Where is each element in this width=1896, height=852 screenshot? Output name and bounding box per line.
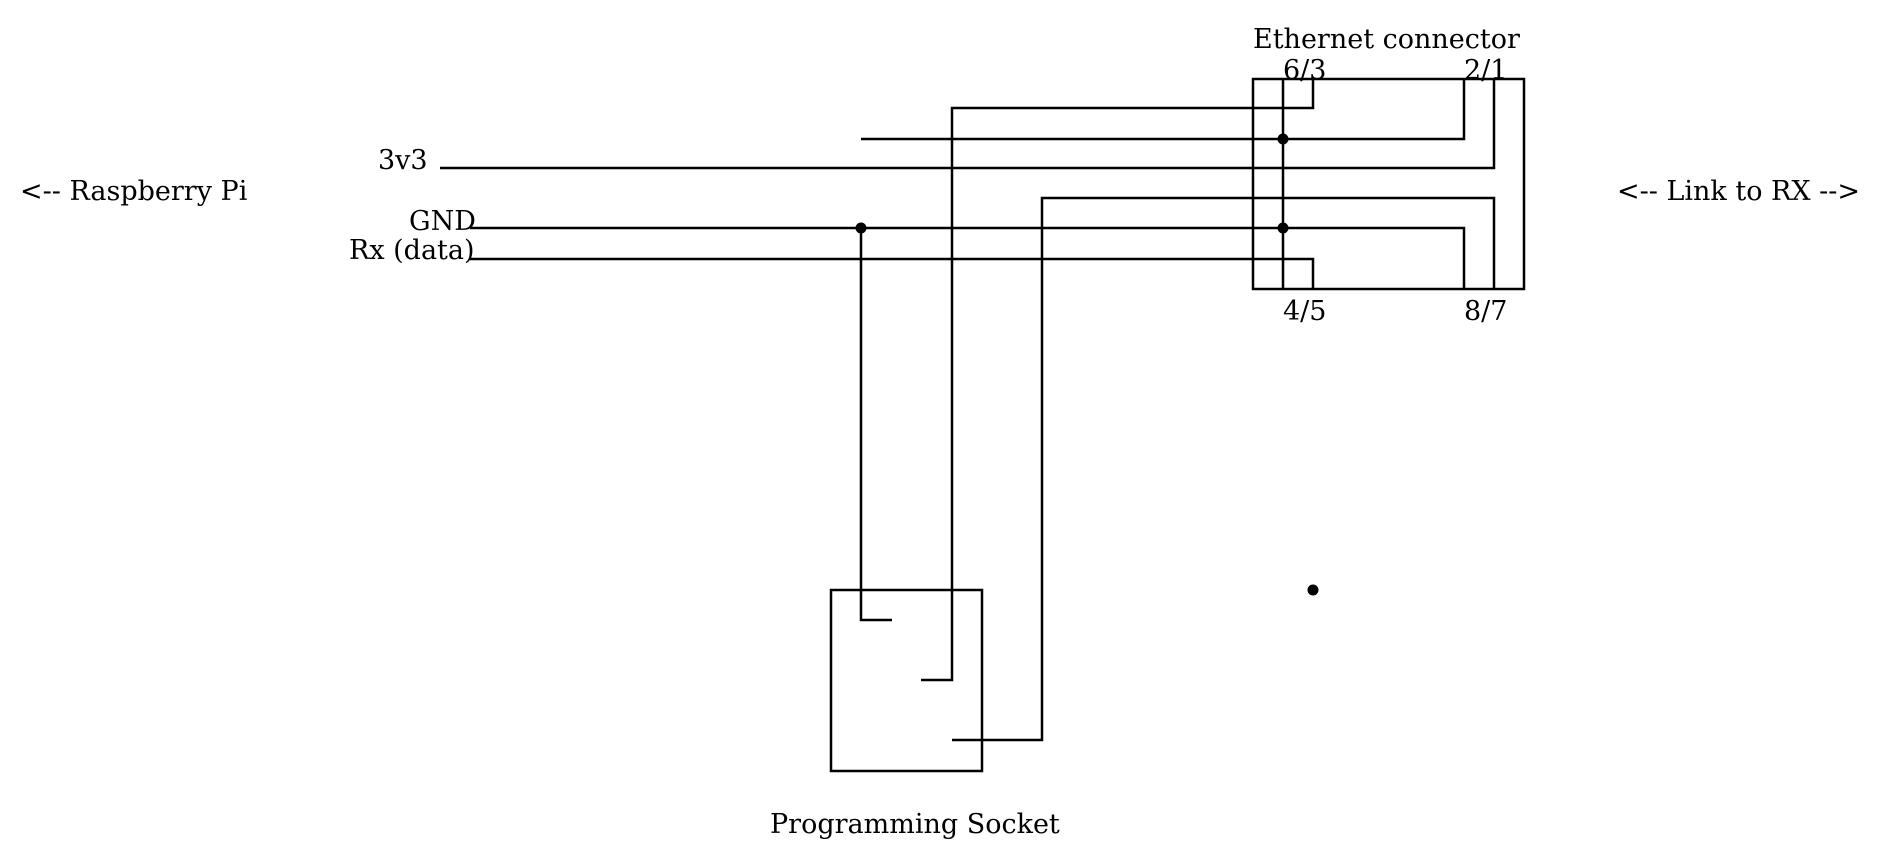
programming-socket-label: Programming Socket xyxy=(770,809,1060,840)
pin-label-2-1: 2/1 xyxy=(1464,55,1507,86)
ethernet-connector-title: Ethernet connector xyxy=(1253,24,1520,55)
wire-label-rx-data: Rx (data) xyxy=(349,235,475,266)
stray-dot xyxy=(1307,584,1319,596)
wire-socket-pin3 xyxy=(921,79,1315,682)
wire-label-gnd: GND xyxy=(409,206,476,237)
junction-dot xyxy=(1277,133,1289,145)
wire-label-3v3: 3v3 xyxy=(378,145,428,176)
link-to-rx-label: <-- Link to RX --> xyxy=(1617,176,1860,207)
pin-label-6-3: 6/3 xyxy=(1283,55,1326,86)
programming-socket-box xyxy=(829,588,984,773)
wire-loop-6-2 xyxy=(861,79,1466,141)
junction-dot xyxy=(1277,222,1289,234)
wire-socket-gnd xyxy=(859,228,892,622)
pin-label-4-5: 4/5 xyxy=(1283,296,1326,327)
wire-rx-data xyxy=(470,257,1315,289)
wire-gnd xyxy=(470,226,1466,289)
wire-3v3 xyxy=(440,79,1496,170)
raspberry-pi-label: <-- Raspberry Pi xyxy=(20,176,248,207)
junction-dot xyxy=(855,222,867,234)
pin-label-8-7: 8/7 xyxy=(1464,296,1507,327)
wire-socket-pin7 xyxy=(952,196,1496,742)
ethernet-connector-box xyxy=(1251,77,1526,291)
